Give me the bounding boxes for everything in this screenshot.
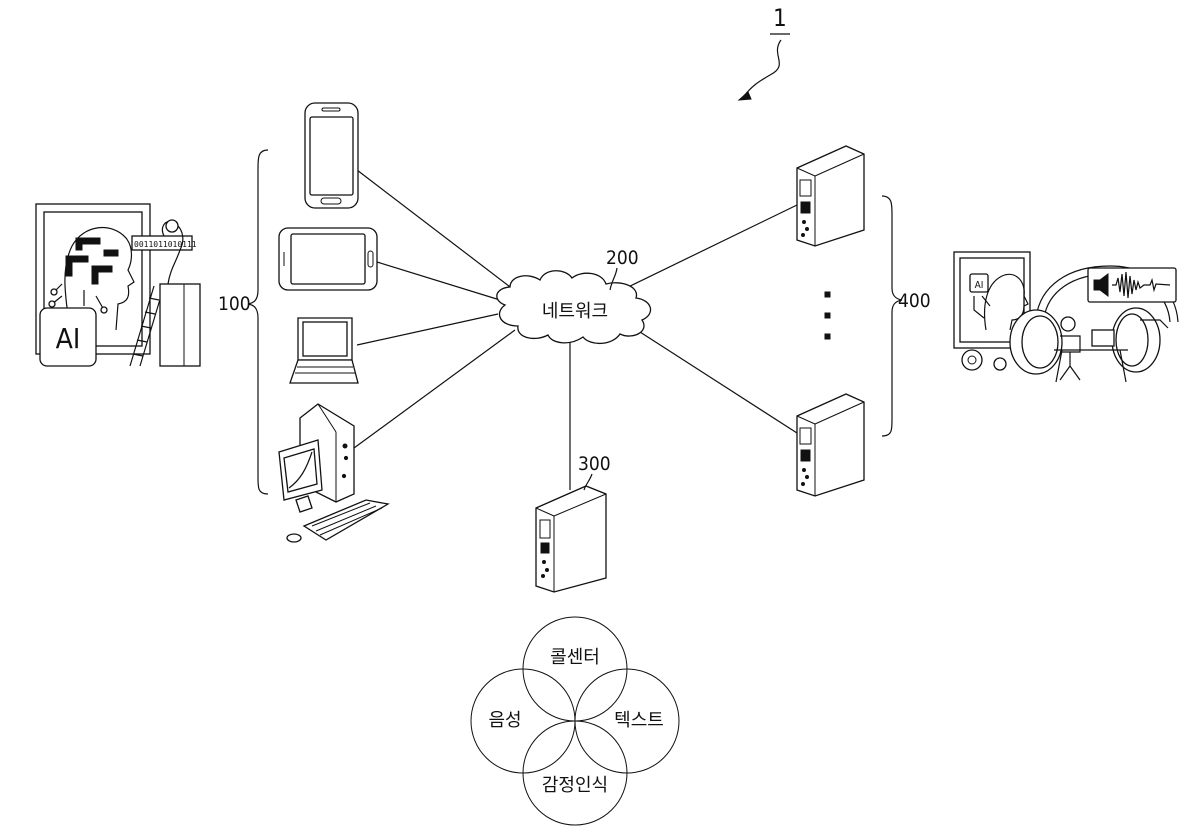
venn-diagram: 콜센터 음성 텍스트 감정인식 <box>471 617 679 825</box>
link-provider-top <box>622 205 797 290</box>
venn-label-left: 음성 <box>488 710 521 731</box>
provider-server-top <box>797 146 864 246</box>
phone-screen <box>310 117 353 195</box>
gear-icon <box>962 350 982 370</box>
provider-top-drive <box>801 202 810 213</box>
provider-top-led-1 <box>803 221 806 224</box>
venn-circle-top <box>523 617 627 721</box>
ai-illustration-right: AI <box>954 252 1178 382</box>
venn-label-right: 텍스트 <box>614 710 664 731</box>
reference-numeral-1: 1 <box>739 4 790 100</box>
desktop-led-2 <box>344 456 347 459</box>
laptop-screen <box>303 322 347 356</box>
server-numeral: 300 <box>578 453 611 475</box>
desktop-computer <box>279 404 388 542</box>
venn-label-top: 콜센터 <box>550 647 600 668</box>
desktop-monitor-stand <box>296 496 312 512</box>
ai-circuit-4 <box>104 250 118 256</box>
venn-circle-bottom <box>523 721 627 825</box>
laptop-base <box>290 360 358 383</box>
server-300-body <box>536 486 606 592</box>
ellipsis-dot-3 <box>825 334 830 339</box>
laptop <box>290 318 358 383</box>
network-cloud: 네트워크 200 <box>497 247 651 343</box>
ai-badge-text: AI <box>56 322 81 355</box>
bracket-400-shape <box>882 196 902 436</box>
smartphone <box>305 103 358 208</box>
link-desktop <box>354 330 515 448</box>
provider-top-led-3 <box>802 234 805 237</box>
reference-arrowhead <box>739 92 751 100</box>
link-laptop <box>357 314 498 345</box>
desktop-mouse <box>287 534 301 542</box>
venn-circle-left <box>471 669 575 773</box>
server-300-drive <box>541 543 549 553</box>
headphone-left-cup-inner <box>1022 316 1058 368</box>
ai-pedestal <box>160 284 200 366</box>
bracket-400: 400 <box>882 196 931 436</box>
ellipsis-dots <box>825 292 830 339</box>
server-300: 300 <box>536 453 611 592</box>
provider-bottom-led-3 <box>802 483 805 486</box>
tablet-screen <box>291 234 365 284</box>
server-300-led-2 <box>546 569 549 572</box>
network-numeral: 200 <box>606 247 639 269</box>
ai-node-3 <box>101 307 107 313</box>
network-label: 네트워크 <box>542 301 608 322</box>
ai-binary-text: 0011011010111 <box>134 240 197 249</box>
provider-bottom-body <box>797 394 864 496</box>
provider-bottom-led-1 <box>803 469 806 472</box>
link-tablet <box>377 262 500 300</box>
ai-node-2 <box>49 301 55 307</box>
voice-laptop <box>1092 330 1114 346</box>
voice-person-desk <box>1060 336 1080 380</box>
server-300-led-3 <box>542 575 545 578</box>
server-300-led-1 <box>543 561 546 564</box>
venn-label-bottom: 감정인식 <box>542 775 608 796</box>
ai-node-1 <box>51 289 57 295</box>
bracket-100-shape <box>248 150 268 494</box>
providers-numeral: 400 <box>898 290 931 312</box>
provider-top-led-2 <box>806 228 809 231</box>
link-provider-bottom <box>640 332 797 433</box>
provider-server-bottom <box>797 394 864 496</box>
link-phone <box>357 170 518 293</box>
reference-numeral-text: 1 <box>773 4 787 32</box>
headphone-right-cup-inner <box>1116 314 1148 366</box>
voice-ai-chip-text: AI <box>975 280 984 291</box>
bracket-100: 100 <box>218 150 268 494</box>
ai-figure-head <box>166 220 178 232</box>
terminals-numeral: 100 <box>218 293 251 315</box>
ellipsis-dot-2 <box>825 313 830 318</box>
provider-bottom-led-2 <box>806 476 809 479</box>
reference-leader-line <box>744 40 781 96</box>
desktop-led-3 <box>342 474 345 477</box>
tablet <box>279 228 377 290</box>
voice-person-head <box>1061 317 1075 331</box>
desktop-power-led <box>343 444 347 448</box>
ai-illustration-left: 0011011010111 AI <box>36 204 200 366</box>
gear-small-icon <box>994 358 1006 370</box>
provider-bottom-drive <box>801 450 810 461</box>
ellipsis-dot-1 <box>825 292 830 297</box>
